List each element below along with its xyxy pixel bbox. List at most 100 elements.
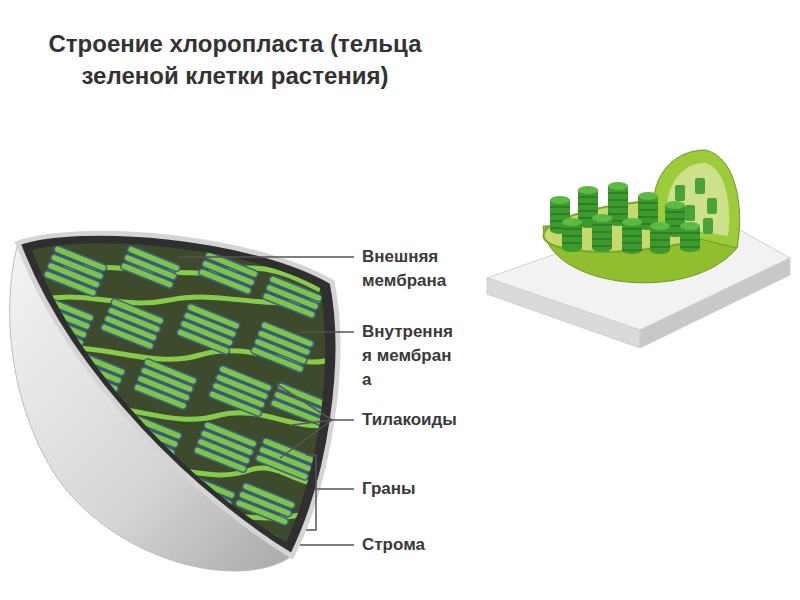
granum-groove [578, 196, 598, 197]
thylakoid-disc [208, 390, 263, 417]
thylakoid-disc [37, 303, 92, 330]
bracket [306, 455, 316, 530]
leader-line [332, 419, 354, 421]
granum-stack [120, 245, 181, 289]
granum-groove [622, 235, 642, 236]
granum-top [665, 201, 685, 209]
model-granum [680, 222, 700, 252]
chloroplast-model [487, 150, 790, 348]
thylakoid-disc [30, 320, 85, 347]
granum-groove [608, 213, 628, 214]
part-label: Строма [362, 533, 458, 557]
granum-top [592, 214, 612, 222]
granum-top [550, 196, 570, 204]
granum-top [638, 192, 658, 200]
model-granum [703, 218, 713, 234]
thylakoid-disc [68, 357, 123, 384]
title: Строение хлоропласта (тельца зеленой кле… [18, 28, 452, 92]
thylakoid-disc [43, 270, 98, 297]
thylakoid-disc [71, 349, 126, 376]
granum-top [622, 218, 642, 226]
granum-stack [100, 298, 165, 351]
granum-groove [638, 216, 658, 217]
leader-line [300, 544, 354, 546]
granum-groove [680, 246, 700, 247]
leader-line [280, 420, 332, 458]
granum-body [592, 218, 612, 248]
granum-bottom [622, 246, 642, 254]
leader-line [316, 488, 354, 490]
granum-stack [43, 245, 108, 298]
granum-stack [65, 349, 126, 393]
leader-lines [178, 257, 354, 545]
thylakoid-disc [100, 323, 155, 350]
thylakoid-disc [120, 262, 175, 289]
granum-stack [176, 303, 241, 356]
cut-face [18, 233, 338, 556]
granum-groove [650, 239, 670, 240]
granum-top [578, 186, 598, 194]
part-label: Внутренняя мембрана [362, 320, 458, 392]
thylakoid-disc [250, 346, 305, 373]
granum-top [680, 222, 700, 230]
granum-groove [592, 224, 612, 225]
thylakoid-disc [175, 489, 230, 516]
model-granum [707, 198, 717, 214]
thylakoid-disc [221, 525, 276, 552]
granum-stack [175, 472, 236, 516]
granum-stack [270, 382, 331, 426]
granum-groove [638, 202, 658, 203]
granum-groove [665, 211, 685, 212]
thylakoid-disc [118, 438, 173, 465]
base-plate [487, 205, 790, 330]
thylakoid-disc [235, 499, 290, 526]
thylakoid-disc [198, 268, 253, 295]
granum-groove [592, 231, 612, 232]
granum-groove [592, 238, 612, 239]
granum-bottom [680, 244, 700, 252]
model-cut-face [541, 192, 739, 260]
granum-bottom [592, 244, 612, 252]
granum-groove [562, 242, 582, 243]
granum-groove [550, 213, 570, 214]
granum-groove [550, 206, 570, 207]
base-plate-edge [487, 278, 640, 348]
thylakoid-disc [262, 292, 317, 319]
granum-stack [221, 516, 279, 552]
granum-groove [622, 242, 642, 243]
granum-top [562, 218, 582, 226]
thylakoid-disc [193, 446, 248, 473]
thylakoid-disc [65, 366, 120, 393]
leader-line [178, 256, 354, 258]
granum-stack [208, 365, 273, 418]
granum-groove [638, 209, 658, 210]
model-granum [675, 185, 685, 201]
granum-groove [665, 218, 685, 219]
granum-groove [608, 199, 628, 200]
granum-groove [650, 232, 670, 233]
granum-groove [608, 192, 628, 193]
granum-bottom [650, 246, 670, 254]
granum-groove [622, 249, 642, 250]
granum-groove [680, 239, 700, 240]
granum-groove [592, 245, 612, 246]
model-granum [622, 218, 642, 254]
granum-groove [562, 235, 582, 236]
thylakoid-disc [128, 413, 183, 440]
model-granum [685, 205, 695, 221]
granum-groove [680, 232, 700, 233]
granum-stack [193, 421, 258, 474]
thylakoid-disc [133, 383, 188, 410]
granum-stack [118, 413, 183, 466]
thylakoid-disc [178, 480, 233, 507]
thylakoid-disc [176, 328, 231, 355]
model-granum [650, 222, 670, 254]
part-label: Внешняя мембрана [362, 245, 454, 293]
granum-groove [622, 228, 642, 229]
granum-stack [262, 275, 323, 319]
grana-group [30, 245, 331, 552]
part-label: Граны [362, 477, 458, 501]
thylakoid-disc [121, 430, 176, 457]
